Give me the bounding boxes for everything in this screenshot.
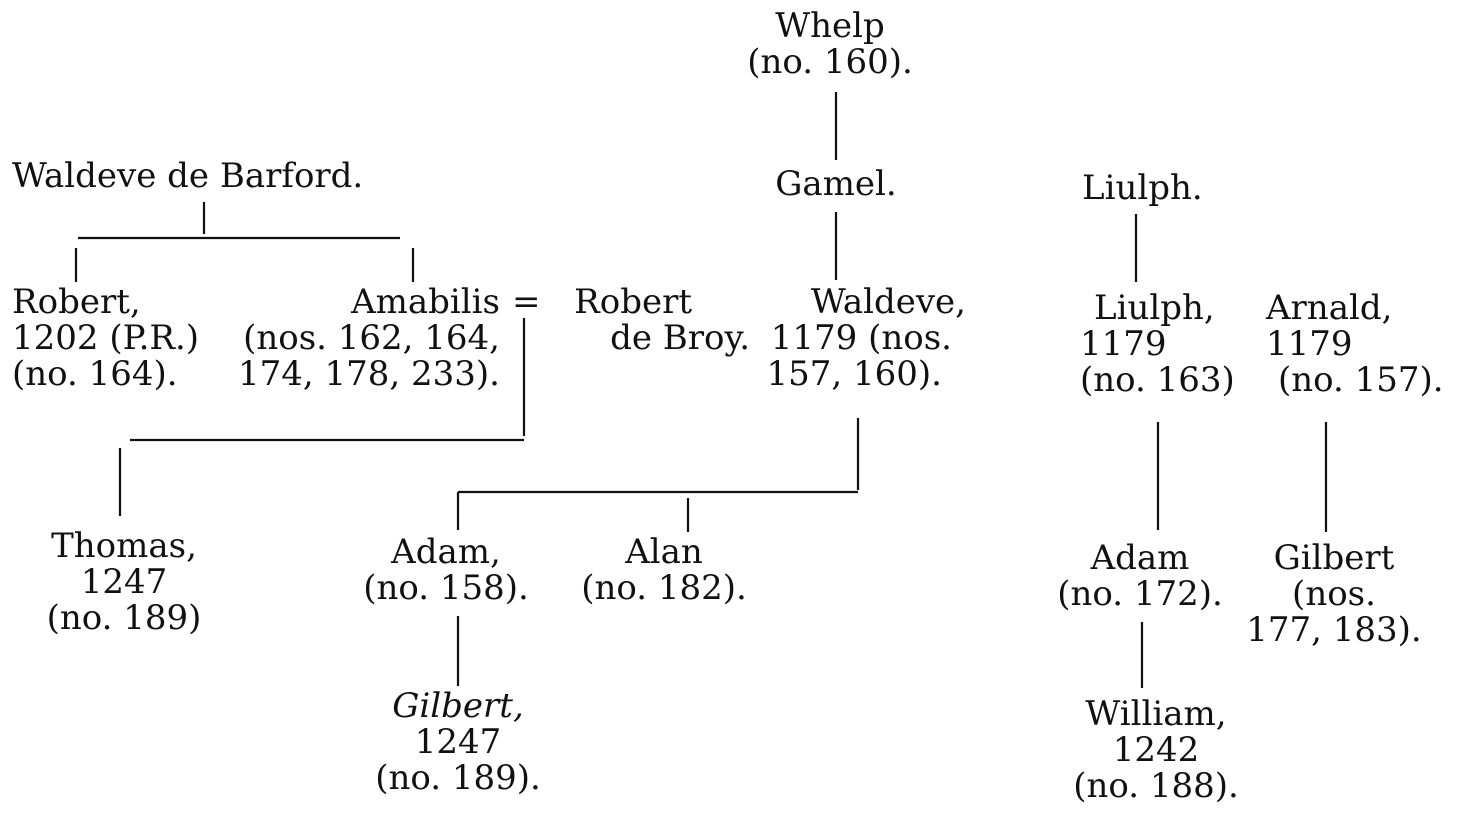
node-robert-de-broy: Robert de Broy. xyxy=(574,284,750,356)
node-robert-date: 1202 (P.R.) xyxy=(12,318,200,358)
node-william: William, 1242 (no. 188). xyxy=(1073,696,1239,804)
node-thomas-ref: (no. 189) xyxy=(46,598,202,638)
marriage-sign: = xyxy=(512,282,541,322)
node-thomas-name: Thomas, xyxy=(51,526,197,566)
node-gilbert-177-name: Gilbert xyxy=(1273,538,1395,578)
node-amabilis-ref-2: 174, 178, 233). xyxy=(238,354,500,394)
node-amabilis-ref-1: (nos. 162, 164, xyxy=(243,318,500,358)
node-robert-de-broy-name: Robert xyxy=(574,282,692,322)
node-waldeve-date: 1179 (nos. xyxy=(770,318,952,358)
node-gilbert-177-ref-1: (nos. xyxy=(1292,574,1376,614)
node-waldeve-ref: 157, 160). xyxy=(766,354,942,394)
node-gilbert-177-ref-2: 177, 183). xyxy=(1246,610,1422,650)
node-liulph-2: Liulph, 1179 (no. 163) xyxy=(1080,290,1235,398)
node-waldeve-name: Waldeve, xyxy=(810,282,966,322)
node-adam-172-name: Adam xyxy=(1090,538,1190,578)
node-whelp-ref: (no. 160). xyxy=(747,42,913,82)
node-alan: Alan (no. 182). xyxy=(581,534,747,606)
node-gilbert-1247-ref: (no. 189). xyxy=(375,758,541,798)
node-alan-ref: (no. 182). xyxy=(581,568,747,608)
node-thomas: Thomas, 1247 (no. 189) xyxy=(47,528,202,636)
node-arnald: Arnald, 1179 (no. 157). xyxy=(1266,290,1444,398)
node-waldeve: Waldeve, 1179 (nos. 157, 160). xyxy=(767,284,966,392)
node-arnald-ref: (no. 157). xyxy=(1278,360,1444,400)
node-amabilis: Amabilis (nos. 162, 164, 174, 178, 233). xyxy=(238,284,500,392)
node-gilbert-1247-date: 1247 xyxy=(414,722,502,762)
node-whelp: Whelp (no. 160). xyxy=(747,8,913,80)
node-gilbert-177: Gilbert (nos. 177, 183). xyxy=(1246,540,1421,648)
node-gilbert-1247: Gilbert, 1247 (no. 189). xyxy=(375,688,541,796)
node-gilbert-1247-name: Gilbert, xyxy=(392,686,524,726)
node-william-name: William, xyxy=(1085,694,1227,734)
node-adam-158-ref: (no. 158). xyxy=(363,568,529,608)
node-william-ref: (no. 188). xyxy=(1073,766,1239,806)
node-liulph-2-name: Liulph, xyxy=(1094,288,1215,328)
node-amabilis-name: Amabilis xyxy=(351,282,500,322)
node-adam-172: Adam (no. 172). xyxy=(1057,540,1223,612)
node-robert: Robert, 1202 (P.R.) (no. 164). xyxy=(12,284,199,392)
node-liulph-1: Liulph. xyxy=(1082,170,1203,206)
node-robert-name: Robert, xyxy=(12,282,141,322)
node-adam-158-name: Adam, xyxy=(391,532,501,572)
node-arnald-name: Arnald, xyxy=(1266,288,1393,328)
node-robert-ref: (no. 164). xyxy=(12,354,178,394)
node-gamel-name: Gamel. xyxy=(775,164,897,204)
node-liulph-1-name: Liulph. xyxy=(1082,168,1203,208)
node-william-date: 1242 xyxy=(1112,730,1200,770)
node-adam-158: Adam, (no. 158). xyxy=(363,534,529,606)
node-liulph-2-ref: (no. 163) xyxy=(1080,360,1235,400)
node-adam-172-ref: (no. 172). xyxy=(1057,574,1223,614)
node-arnald-date: 1179 xyxy=(1266,324,1353,364)
node-thomas-date: 1247 xyxy=(80,562,168,602)
node-liulph-2-date: 1179 xyxy=(1080,324,1167,364)
node-alan-name: Alan xyxy=(625,532,703,572)
node-whelp-name: Whelp xyxy=(775,6,885,46)
node-waldeve-de-barford: Waldeve de Barford. xyxy=(12,158,363,194)
node-waldeve-de-barford-name: Waldeve de Barford. xyxy=(12,156,364,196)
node-robert-de-broy-surname: de Broy. xyxy=(610,318,750,358)
node-gamel: Gamel. xyxy=(775,166,896,202)
